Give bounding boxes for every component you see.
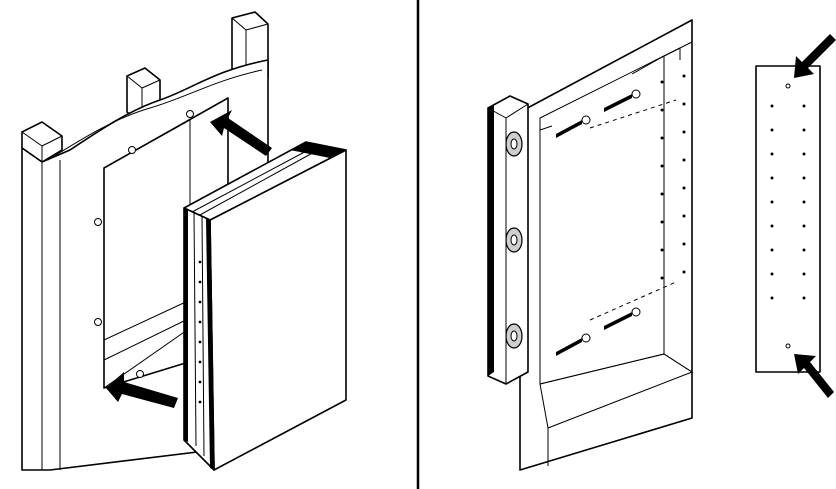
hinge-bottom-icon <box>505 323 523 349</box>
cabinet-box <box>183 141 347 471</box>
strip-arrow-bottom-icon <box>794 354 834 398</box>
left-panel <box>21 11 347 471</box>
screw-bottom-left-icon <box>556 333 591 356</box>
strip-arrow-top-icon <box>794 34 836 78</box>
frame-pin-holes <box>660 74 686 280</box>
strip-pin-holes <box>770 104 806 300</box>
screw-top-left-icon <box>556 115 591 138</box>
right-panel <box>487 19 836 471</box>
hinge-middle-icon <box>505 227 523 253</box>
insert-arrow-top-icon <box>210 110 272 156</box>
screw-bottom-right-icon <box>604 307 641 330</box>
hinge-rail <box>487 95 529 385</box>
side-strip <box>755 65 821 373</box>
screw-top-right-icon <box>604 89 641 112</box>
hinge-top-icon <box>505 131 523 157</box>
insert-arrow-bottom-icon <box>106 372 178 408</box>
cabinet-frame <box>519 19 693 471</box>
